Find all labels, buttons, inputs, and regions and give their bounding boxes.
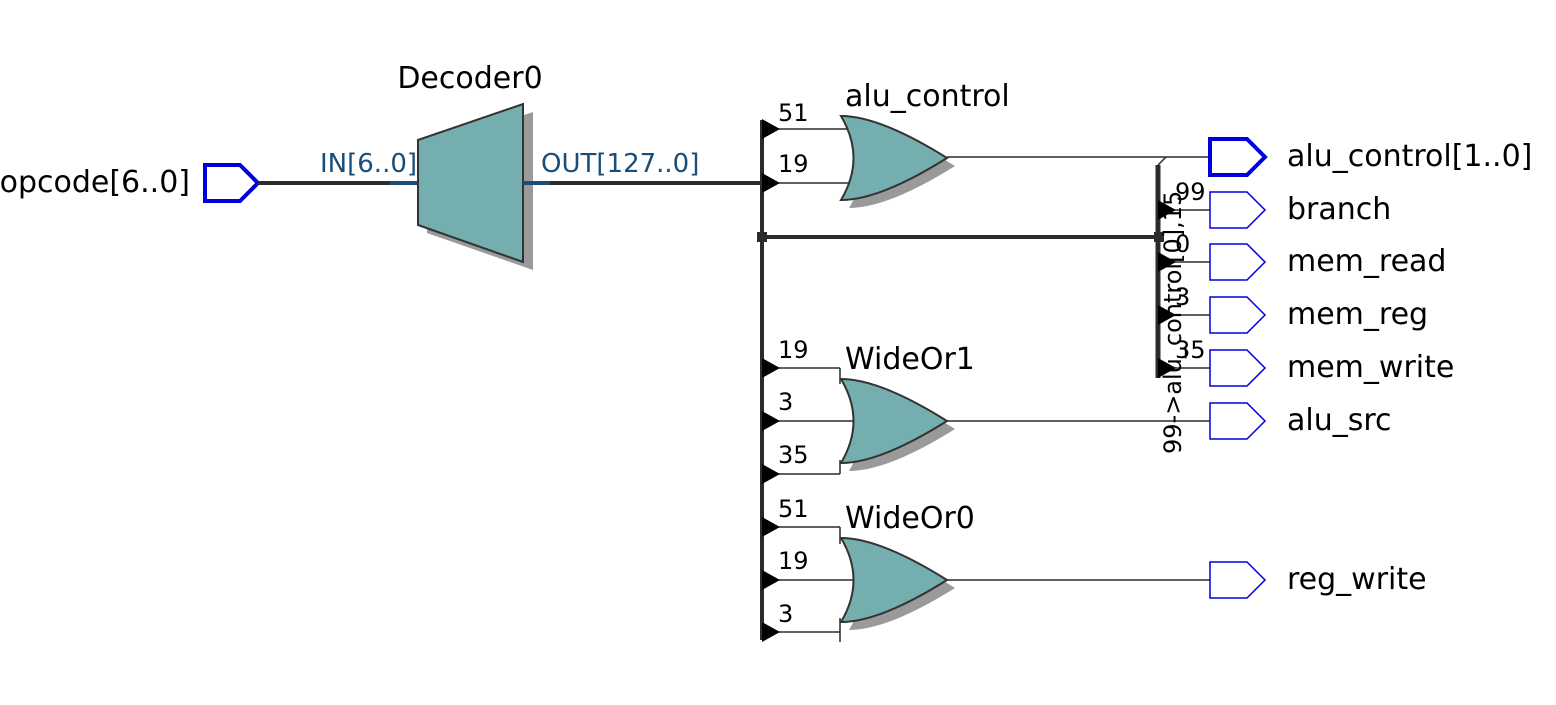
wide-or1-gate[interactable]: WideOr1 19 3 35 (762, 336, 975, 484)
mem-write-pin-icon (1209, 349, 1267, 387)
wide-or1-pin-label: 35 (778, 441, 809, 469)
branch-output-label: branch (1287, 192, 1391, 227)
bus-tap[interactable]: 99 0 3 35 99->alu_control[0],15 (1155, 156, 1210, 454)
alu-control-output-pin[interactable]: alu_control[1..0] (1208, 137, 1532, 177)
wide-or0-gate-body (839, 536, 949, 624)
mem-reg-output-label: mem_reg (1287, 297, 1428, 332)
wide-or0-gate-title: WideOr0 (845, 501, 975, 536)
reg-write-pin-icon (1209, 561, 1267, 599)
branch-output-pin[interactable]: branch (1209, 191, 1391, 229)
bus-tap-pin-label: 3 (1175, 283, 1190, 311)
mem-read-pin-icon (1209, 243, 1267, 281)
decoder0-in-port: IN[6..0] (320, 149, 417, 179)
mem-read-output-pin[interactable]: mem_read (1209, 243, 1446, 281)
wide-or0-pin-label: 19 (778, 547, 809, 575)
wide-or1-pin-label: 19 (778, 336, 809, 364)
bus-tap-pin-label: 99 (1175, 178, 1206, 206)
alu-control-gate-body (839, 114, 949, 202)
mem-write-output-pin[interactable]: mem_write (1209, 349, 1454, 387)
alu-src-output-pin[interactable]: alu_src (1209, 402, 1392, 440)
opcode-input-pin[interactable]: opcode[6..0] (0, 163, 261, 203)
opcode-label: opcode[6..0] (0, 165, 190, 200)
mem-read-output-label: mem_read (1287, 244, 1446, 279)
wide-or0-pin-label: 51 (778, 495, 809, 523)
mem-write-output-label: mem_write (1287, 350, 1454, 385)
alu-control-pin-label: 51 (778, 99, 809, 127)
wide-or0-pin-label: 3 (778, 600, 793, 628)
alu-control-pin-label: 19 (778, 150, 809, 178)
bus-tap-pin-label: 0 (1175, 230, 1190, 258)
decoder0-block[interactable]: Decoder0 IN[6..0] OUT[127..0] (320, 61, 699, 270)
alu-control-pin-icon (1208, 137, 1268, 177)
wide-or1-gate-title: WideOr1 (845, 342, 975, 377)
decoder0-title: Decoder0 (397, 61, 542, 96)
alu-src-pin-icon (1209, 402, 1267, 440)
mem-reg-output-pin[interactable]: mem_reg (1209, 296, 1428, 334)
alu-control-gate[interactable]: alu_control 51 19 (762, 79, 1010, 208)
reg-write-output-label: reg_write (1287, 562, 1427, 597)
branch-pin-icon (1209, 191, 1267, 229)
bus-tap-label: 99->alu_control[0],15 (1159, 191, 1187, 454)
bus-junction-left (757, 232, 767, 242)
alu-control-gate-title: alu_control (845, 79, 1010, 114)
wide-or0-gate[interactable]: WideOr0 51 19 3 (762, 495, 975, 642)
mem-reg-pin-icon (1209, 296, 1267, 334)
bus-tap-pin-label: 35 (1175, 336, 1206, 364)
wide-or1-pin-label: 3 (778, 388, 793, 416)
wide-or1-gate-body (839, 377, 949, 465)
alu-src-output-label: alu_src (1287, 403, 1392, 438)
reg-write-output-pin[interactable]: reg_write (1209, 561, 1427, 599)
decoder0-out-port: OUT[127..0] (541, 149, 699, 179)
alu-control-output-label: alu_control[1..0] (1287, 139, 1532, 174)
opcode-pin-icon (203, 163, 261, 203)
decoder0-body (417, 102, 524, 264)
